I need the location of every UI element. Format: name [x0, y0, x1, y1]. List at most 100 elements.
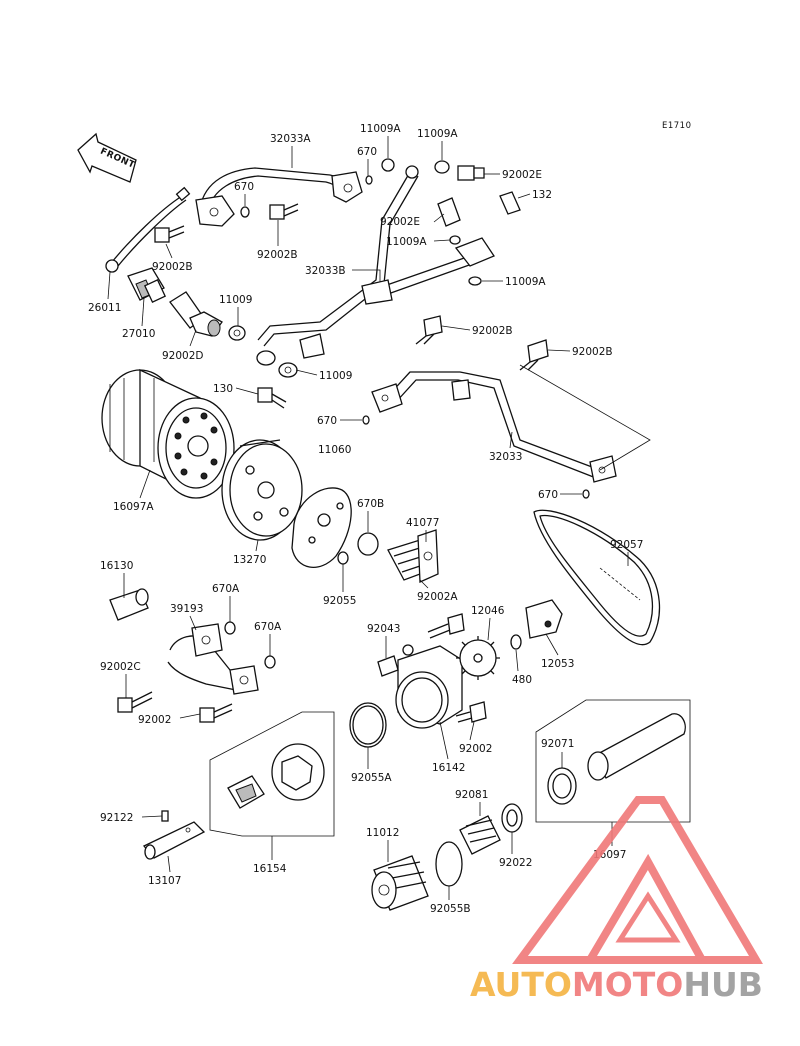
label-32033a: 32033A — [270, 133, 311, 145]
fitting-92002d — [169, 291, 223, 337]
label-92002e: 92002E — [502, 169, 542, 181]
bolt-92002b-right2 — [519, 339, 549, 371]
label-16142: 16142 — [432, 762, 465, 774]
watermark-text: AUTOMOTOHUB — [470, 965, 763, 1004]
label-670b: 670B — [357, 498, 384, 510]
guide-12053 — [525, 599, 563, 639]
label-12046: 12046 — [471, 605, 505, 617]
label-92002-b: 92002 — [459, 743, 492, 755]
diagram-code: E1710 — [662, 121, 692, 131]
label-11009a-2: 11009A — [417, 128, 458, 140]
label-11009a-4: 11009A — [505, 276, 546, 288]
plug-11012 — [371, 855, 429, 911]
label-92002b-1: 92002B — [152, 261, 193, 273]
label-670a-2: 670A — [254, 621, 282, 633]
leader-lines — [107, 136, 629, 900]
front-arrow-icon: FRONT — [77, 132, 137, 183]
label-92022: 92022 — [499, 857, 532, 869]
label-13107: 13107 — [148, 875, 181, 887]
label-92002d: 92002D — [162, 350, 204, 362]
circlip-480 — [510, 634, 522, 650]
label-670-c: 670 — [538, 489, 558, 501]
washer-92022-inner — [506, 809, 518, 827]
bolt-92002c — [117, 691, 153, 713]
oil-pipe-32033a — [195, 167, 363, 227]
o-ring-670a-2 — [264, 655, 276, 669]
o-ring-92055b — [435, 841, 463, 887]
label-16154: 16154 — [253, 863, 287, 875]
oil-pipe-39193 — [167, 623, 259, 695]
pressure-switch-27010 — [127, 267, 167, 303]
label-92002c: 92002C — [100, 661, 141, 673]
watermark-moto: MOTO — [572, 965, 683, 1004]
bolt-92002-lower — [455, 701, 487, 723]
pump-rotor-16154 — [209, 711, 335, 837]
label-11009a-1: 11009A — [360, 123, 401, 135]
o-ring-92055a-inner — [352, 705, 384, 745]
oil-filter-16097a — [101, 368, 235, 499]
label-39193: 39193 — [170, 603, 203, 615]
label-670a-1: 670A — [212, 583, 240, 595]
fitting-block — [454, 237, 495, 267]
label-16130: 16130 — [100, 560, 133, 572]
label-92055a: 92055A — [351, 772, 392, 784]
label-92055b: 92055B — [430, 903, 471, 915]
oil-cooler-13270 — [221, 439, 303, 541]
label-92002e-b: 92002E — [380, 216, 420, 228]
label-92071: 92071 — [541, 738, 574, 750]
label-92055: 92055 — [323, 595, 356, 607]
label-32033: 32033 — [489, 451, 522, 463]
label-130: 130 — [213, 383, 233, 395]
label-92002b-4: 92002B — [572, 346, 613, 358]
shaft-16130 — [109, 588, 149, 621]
label-92002: 92002 — [138, 714, 171, 726]
label-92122: 92122 — [100, 812, 133, 824]
bolt-130 — [257, 387, 287, 409]
label-11009-1: 11009 — [219, 294, 252, 306]
chain-92057 — [533, 509, 661, 646]
relief-valve-41077 — [387, 529, 439, 583]
pin-92043 — [377, 655, 399, 677]
warning-triangle-icon — [512, 796, 763, 964]
label-92002a: 92002A — [417, 591, 458, 603]
label-11009a-3: 11009A — [386, 236, 427, 248]
o-ring-670b — [357, 532, 379, 556]
label-670-b: 670 — [317, 415, 337, 427]
label-92081: 92081 — [455, 789, 488, 801]
bolt-92002b-right1 — [415, 315, 443, 345]
pump-body-16142 — [395, 644, 463, 729]
oil-pipe-32033 — [371, 371, 617, 483]
label-11012: 11012 — [366, 827, 399, 839]
label-26011: 26011 — [88, 302, 121, 314]
bolt-92002b-mid — [269, 203, 299, 220]
label-480: 480 — [512, 674, 532, 686]
label-12053: 12053 — [541, 658, 574, 670]
bolt-92002b-left — [154, 225, 185, 243]
pin-92122 — [161, 810, 169, 822]
banjo-bolt-92002e — [457, 165, 485, 181]
watermark-hub: HUB — [683, 965, 763, 1004]
label-11009-2: 11009 — [319, 370, 352, 382]
label-41077: 41077 — [406, 517, 439, 529]
bolt-92002-left — [199, 703, 233, 723]
label-670-a: 670 — [234, 181, 254, 193]
label-92043: 92043 — [367, 623, 400, 635]
label-16097a: 16097A — [113, 501, 154, 513]
label-132: 132 — [532, 189, 552, 201]
bolt-132 — [499, 191, 521, 215]
o-ring-670a-1 — [224, 621, 236, 635]
label-32033b: 32033B — [305, 265, 346, 277]
sprocket-12046 — [456, 636, 500, 680]
cooler-16097 — [535, 699, 691, 823]
shaft-13107 — [142, 821, 206, 860]
oil-pipe-32033b — [257, 165, 493, 359]
gasket-11060 — [291, 487, 352, 568]
label-92002b-2: 92002B — [257, 249, 298, 261]
label-27010: 27010 — [122, 328, 155, 340]
label-92002b-3: 92002B — [472, 325, 513, 337]
bolt-92002-top — [427, 613, 465, 639]
o-ring-92055 — [337, 551, 349, 565]
oil-hose-26011 — [105, 186, 191, 273]
label-92057: 92057 — [610, 539, 643, 551]
watermark-logo: AUTOMOTOHUB — [470, 796, 763, 1004]
